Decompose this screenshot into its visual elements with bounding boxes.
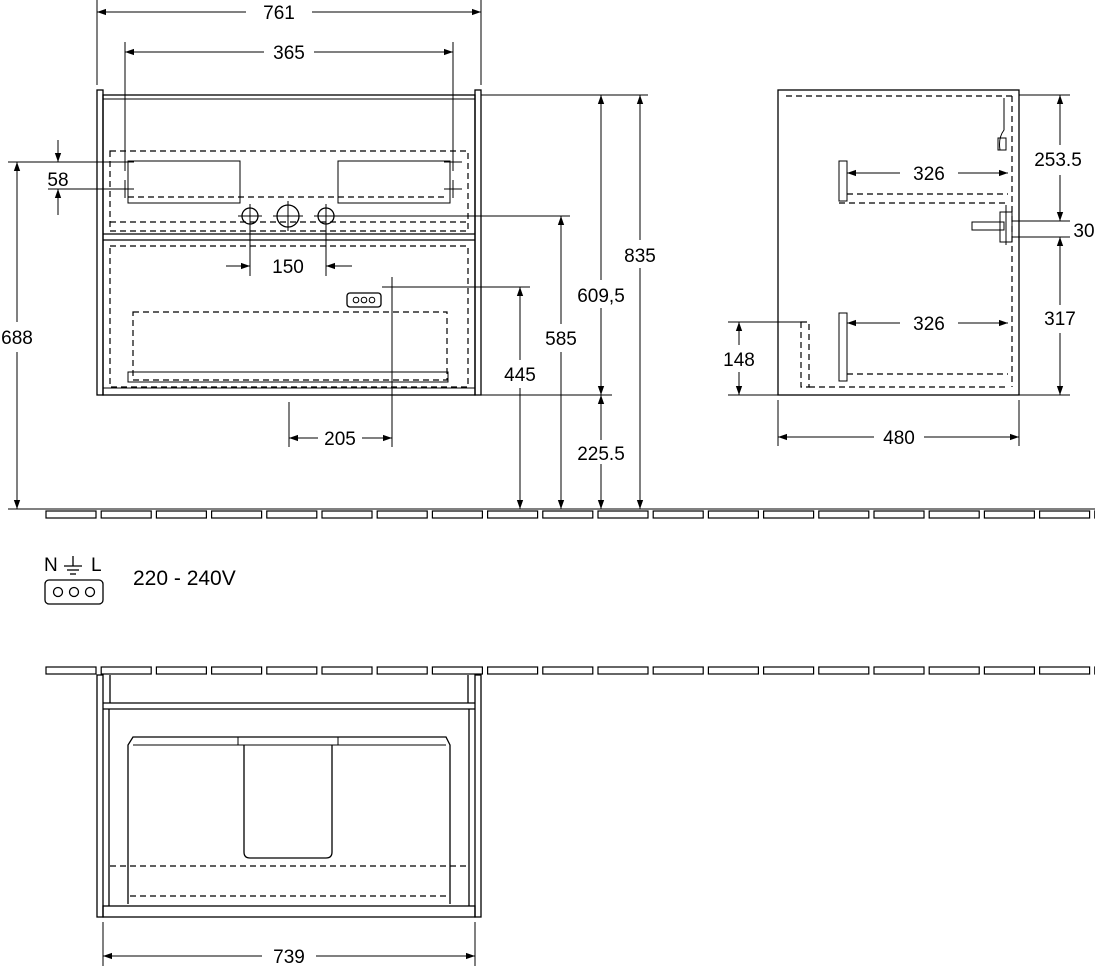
left-side-trim	[96, 89, 104, 396]
dim-upper-drawer-depth: 326	[913, 164, 945, 185]
tile-segment	[211, 510, 263, 519]
tile-segment	[45, 510, 97, 519]
crosshair-marker-icon	[116, 153, 462, 198]
tile-segment	[487, 510, 539, 519]
tile-segment	[707, 666, 760, 675]
dim-socket-offset: 205	[324, 429, 356, 450]
tile-segment	[762, 666, 815, 675]
three-pin-socket-icon	[44, 579, 104, 605]
tile-segment	[321, 666, 373, 675]
tile-segment	[155, 666, 207, 675]
tile-segment	[983, 666, 1036, 675]
tile-segment	[928, 666, 980, 675]
tile-segment	[873, 666, 925, 675]
tile-segment	[652, 510, 704, 519]
dim-upper-height: 253.5	[1034, 150, 1082, 171]
tile-segment	[597, 510, 649, 519]
tile-segment	[652, 666, 704, 675]
floor-line-front	[45, 510, 1095, 519]
tile-segment	[100, 666, 152, 675]
tile-segment	[707, 510, 760, 519]
tile-segment	[542, 666, 594, 675]
dim-lower-drawer-depth: 326	[913, 314, 945, 335]
dim-height-835: 835	[624, 246, 656, 267]
side-dimensions: 326 326 253.5 30 317 148 480	[723, 94, 1095, 449]
upper-drawer-outline	[109, 150, 469, 232]
tile-segment	[928, 510, 980, 519]
tile-segment	[762, 510, 815, 519]
cabinet-body	[102, 94, 476, 396]
tile-segment	[376, 510, 428, 519]
dim-pipe-spacing: 150	[272, 257, 304, 278]
side-cabinet-body	[777, 89, 1020, 396]
tile-segment	[1038, 666, 1091, 675]
dim-height-585: 585	[545, 329, 577, 350]
tile-segment	[873, 510, 925, 519]
top-dimensions: 739	[102, 922, 476, 968]
electrical-legend: N L 220 - 240V	[44, 555, 236, 605]
terminal-n-label: N	[44, 555, 58, 576]
wall-line-top-view	[45, 666, 1095, 675]
ground-symbol-icon	[64, 556, 82, 575]
tile-segment	[487, 666, 539, 675]
tile-segment	[155, 510, 207, 519]
front-dimensions: 761 365 58 150 205 688 609,5	[1, 0, 1095, 510]
right-side-trim	[474, 89, 482, 396]
three-pin-socket-icon	[346, 292, 382, 308]
tile-segment	[983, 510, 1036, 519]
tile-segment	[431, 666, 483, 675]
tile-segment	[100, 510, 152, 519]
tile-segment	[45, 666, 97, 675]
socket-crosshair-icon	[382, 277, 402, 297]
dim-overall-width: 761	[263, 3, 295, 24]
tile-segment	[321, 510, 373, 519]
tile-segment	[266, 666, 318, 675]
tile-segment	[1038, 510, 1091, 519]
dim-drain-offset: 58	[47, 170, 68, 191]
tile-segment	[211, 666, 263, 675]
tile-segment	[818, 666, 870, 675]
dim-height-688: 688	[1, 328, 33, 349]
dim-inner-width: 739	[273, 947, 305, 968]
top-view	[96, 674, 482, 918]
dim-drain-spacing: 365	[273, 43, 305, 64]
front-panel-edge	[102, 905, 476, 918]
dim-height-225: 225.5	[577, 444, 625, 465]
pipe-connection-icon	[238, 201, 338, 231]
dim-gap-30: 30	[1073, 221, 1094, 242]
tile-segment	[431, 510, 483, 519]
dim-socket-height: 148	[723, 350, 755, 371]
tile-segment	[376, 666, 428, 675]
dim-height-609: 609,5	[577, 286, 625, 307]
terminal-l-label: L	[91, 555, 102, 576]
tile-segment	[542, 510, 594, 519]
tile-segment	[266, 510, 318, 519]
side-view	[777, 89, 1020, 396]
tile-segment	[818, 510, 870, 519]
voltage-label: 220 - 240V	[133, 567, 236, 590]
front-view	[96, 89, 482, 396]
dim-overall-depth: 480	[883, 428, 915, 449]
dim-height-445: 445	[504, 365, 536, 386]
tile-segment	[597, 666, 649, 675]
dim-lower-height: 317	[1044, 309, 1076, 330]
